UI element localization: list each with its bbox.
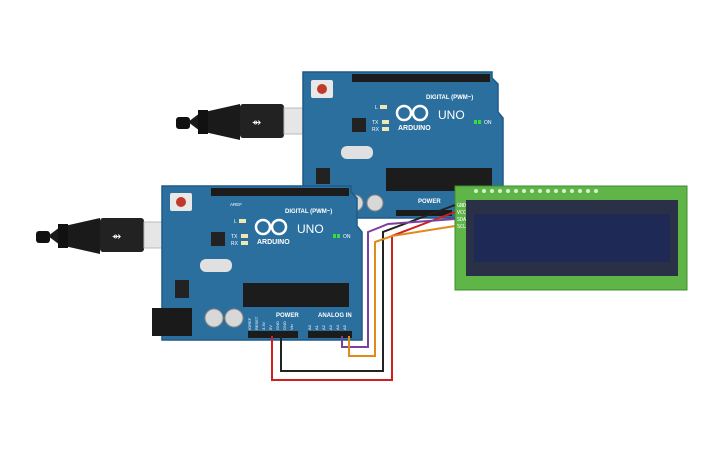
cable-tip-front bbox=[36, 231, 50, 243]
led-rx-label-back: RX bbox=[372, 127, 380, 133]
model-label-front: UNO bbox=[297, 222, 324, 236]
arduino-logo-icon-back bbox=[395, 104, 429, 122]
wires[interactable] bbox=[271, 204, 456, 381]
usb-cable-back[interactable]: ⇴ bbox=[176, 104, 315, 140]
pin-label-3v3: 3.3V bbox=[261, 321, 266, 330]
power-label-back: POWER bbox=[418, 199, 441, 205]
capacitor-2-back bbox=[366, 194, 384, 212]
brand-label-back: ARDUINO bbox=[398, 125, 431, 132]
power-label-front: POWER bbox=[276, 313, 299, 319]
power-jack-front[interactable] bbox=[152, 308, 192, 336]
pin-label-a2: A2 bbox=[321, 324, 326, 330]
pin-label-a0: A0 bbox=[307, 324, 312, 330]
on-label-front: ON bbox=[343, 234, 351, 240]
regulator-front bbox=[175, 280, 189, 298]
led-tx-front bbox=[241, 234, 248, 238]
lcd-pin-vcc: VCC bbox=[457, 210, 466, 216]
usb-boot-front bbox=[48, 218, 100, 254]
pin-label-vin: Vin bbox=[289, 324, 294, 330]
led-tx-label-back: TX bbox=[372, 120, 379, 126]
wire-a5-to-scl[interactable] bbox=[348, 225, 456, 357]
cable-ring-front bbox=[58, 224, 68, 248]
led-l-label-front: L bbox=[234, 219, 237, 225]
led-l-front bbox=[239, 219, 246, 223]
arduino-uno-front[interactable]: ⇴ AREF DIGITAL (PWM~) ARDUINO UNO L TX R… bbox=[36, 185, 363, 341]
usb-icon-back: ⇴ bbox=[252, 117, 261, 129]
usb-chip-back bbox=[352, 118, 366, 132]
led-on-back bbox=[474, 120, 477, 124]
led-rx-back bbox=[382, 127, 389, 131]
pin-label-a3: A3 bbox=[328, 324, 333, 330]
analog-pin-labels-front: A0 A1 A2 A3 A4 A5 bbox=[307, 324, 347, 330]
led-tx-back bbox=[382, 120, 389, 124]
usb-icon-front: ⇴ bbox=[112, 231, 121, 243]
reset-button-cap-back[interactable] bbox=[317, 84, 327, 94]
digital-label-front: DIGITAL (PWM~) bbox=[285, 209, 332, 215]
usb-boot-back bbox=[188, 104, 240, 140]
wire-5v-to-vcc[interactable] bbox=[271, 211, 456, 381]
power-pin-labels-front: IOREF RESET 3.3V 5V GND GND Vin bbox=[247, 316, 294, 330]
crystal-back bbox=[341, 146, 373, 159]
pin-label-a5: A5 bbox=[342, 324, 347, 330]
pin-label-ioref: IOREF bbox=[247, 317, 252, 330]
led-tx-label-front: TX bbox=[231, 234, 238, 240]
lcd-screen bbox=[474, 214, 670, 262]
cable-tip-back bbox=[176, 117, 190, 129]
usb-cable-front[interactable]: ⇴ bbox=[36, 218, 175, 254]
usb-plug-body-front bbox=[100, 218, 144, 252]
model-label-back: UNO bbox=[438, 108, 465, 122]
pin-label-a4: A4 bbox=[335, 324, 340, 330]
power-header-back[interactable] bbox=[396, 210, 452, 216]
digital-label-back: DIGITAL (PWM~) bbox=[426, 95, 473, 101]
atmega-chip-back bbox=[386, 168, 492, 191]
lcd-pin-gnd: GND bbox=[457, 203, 466, 209]
atmega-chip-front bbox=[243, 283, 349, 307]
led-l-back bbox=[380, 105, 387, 109]
brand-label-front: ARDUINO bbox=[257, 239, 290, 246]
usb-chip-front bbox=[211, 232, 225, 246]
pin-label-gnd2: GND bbox=[282, 321, 287, 330]
lcd-pin-sda: SDA bbox=[457, 217, 466, 223]
lcd-pin-scl: SCL bbox=[457, 224, 466, 230]
wire-a4-to-sda[interactable] bbox=[341, 218, 456, 348]
arduino-logo-icon-front bbox=[254, 218, 288, 236]
reset-button-cap-front[interactable] bbox=[176, 197, 186, 207]
power-header-front[interactable] bbox=[248, 331, 298, 338]
cable-ring-back bbox=[198, 110, 208, 134]
pin-label-gnd1: GND bbox=[275, 321, 280, 330]
crystal-front bbox=[200, 259, 232, 272]
on-label-back: ON bbox=[484, 120, 492, 126]
pin-label-5v: 5V bbox=[268, 325, 273, 330]
pin-label-reset: RESET bbox=[254, 316, 259, 330]
led-rx-label-front: RX bbox=[231, 241, 239, 247]
lcd-i2c-module[interactable]: GND VCC SDA SCL bbox=[454, 185, 688, 291]
arduino-uno-back[interactable]: ⇴ DIGITAL (PWM~) ARDUINO UNO L TX RX ON bbox=[176, 71, 504, 219]
capacitor-1-front bbox=[204, 308, 224, 328]
digital-header-front[interactable] bbox=[211, 188, 349, 196]
usb-plug-body-back bbox=[240, 104, 284, 138]
aref-label-front: AREF bbox=[230, 202, 242, 207]
led-l-label-back: L bbox=[375, 105, 378, 111]
digital-header-back[interactable] bbox=[352, 74, 490, 82]
capacitor-2-front bbox=[224, 308, 244, 328]
analog-header-front[interactable] bbox=[308, 331, 352, 338]
regulator-back bbox=[316, 168, 330, 184]
lcd-top-pins bbox=[474, 189, 598, 193]
analog-label-front: ANALOG IN bbox=[318, 313, 352, 319]
led-on-front bbox=[333, 234, 336, 238]
led-rx-front bbox=[241, 241, 248, 245]
pin-label-a1: A1 bbox=[314, 324, 319, 330]
